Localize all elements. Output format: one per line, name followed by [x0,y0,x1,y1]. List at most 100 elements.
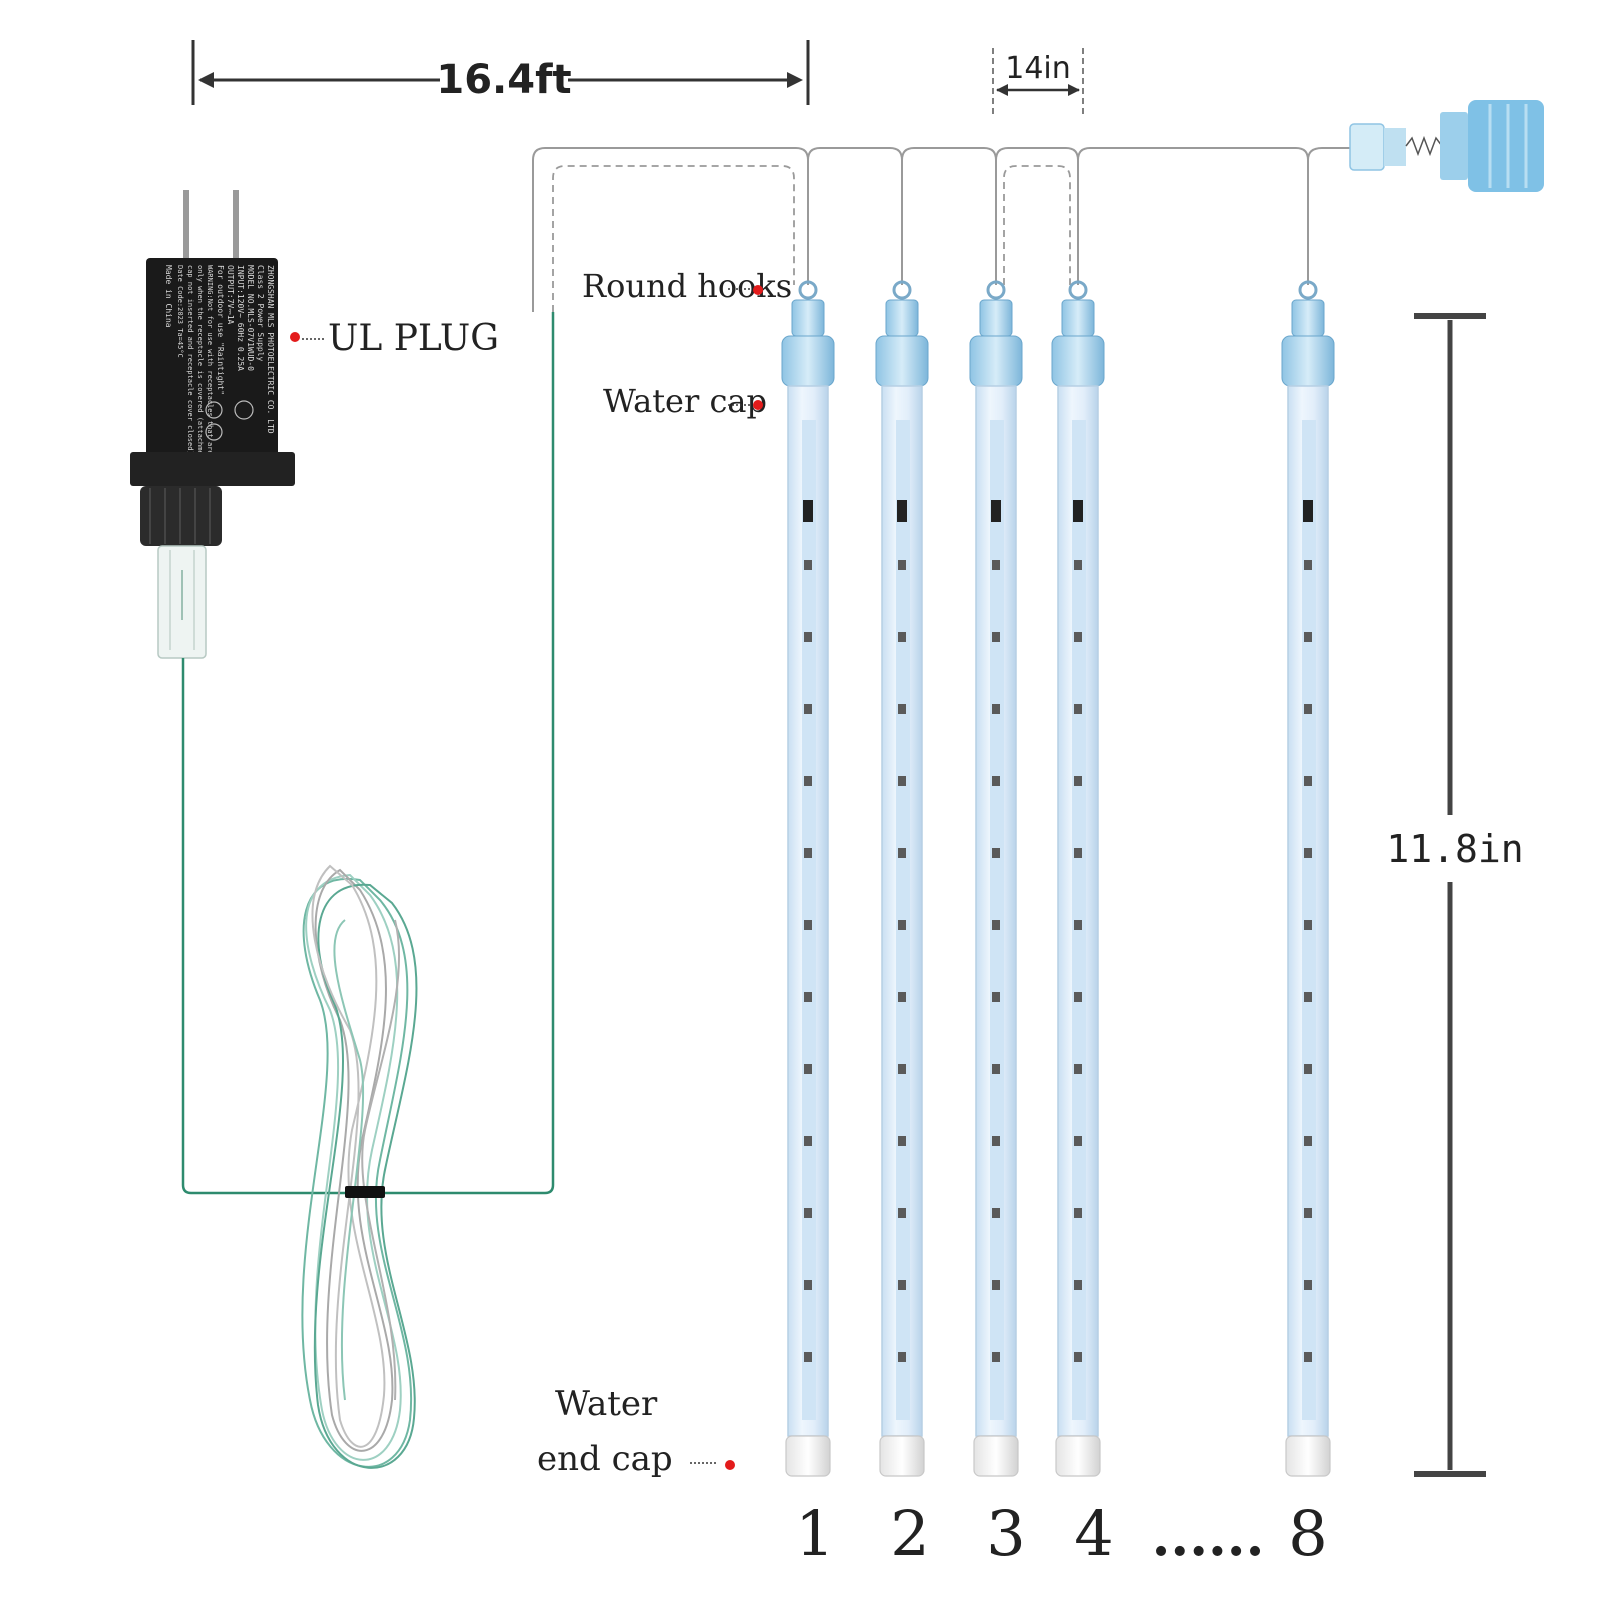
tube-spacing-label: 14in [1005,51,1071,86]
led-icon [804,1136,812,1146]
led-icon [804,1352,812,1362]
adapter-label-line: Class 2 Power Supply [256,265,265,362]
led-icon [992,1352,1000,1362]
top-wires [532,147,1352,312]
water-cap-collar [875,335,929,387]
meteor-tube [781,280,835,1477]
round-hook-icon [1298,280,1318,300]
tube-labels: 1 2 3 4 ...... 8 [795,1497,1327,1570]
led-icon [898,848,906,858]
led-icon [1074,1064,1082,1074]
led-icon [992,992,1000,1002]
water-cap [1061,299,1095,337]
meteor-tube [1051,280,1105,1477]
callout-dot [725,1460,735,1470]
round-hooks-callout: Round hooks [582,267,792,305]
tube-label-1: 1 [795,1497,834,1570]
controller-chip [1073,500,1083,522]
led-icon [992,776,1000,786]
led-icon [1074,1280,1082,1290]
meteor-tube [1281,280,1335,1477]
led-icon [1074,920,1082,930]
led-icon [1304,992,1312,1002]
led-icon [1304,1136,1312,1146]
led-icon [898,1208,906,1218]
led-icon [992,1136,1000,1146]
led-icon [1074,1352,1082,1362]
led-icon [1074,992,1082,1002]
water-cap [791,299,825,337]
controller-chip [991,500,1001,522]
led-icon [1304,848,1312,858]
adapter-label-line: For outdoor use "Raintight" [216,265,225,395]
led-icon [1304,1208,1312,1218]
led-icon [898,560,906,570]
adapter-label-line: ZHONGSHAN MLS PHOTOELECTRIC CO. LTD [266,265,275,434]
led-icon [804,992,812,1002]
tube-spacing-dimension: 14in [992,48,1084,118]
water-cap-callout: Water cap [603,382,767,420]
led-icon [1304,560,1312,570]
water-cap-label: Water cap [603,382,767,420]
led-icon [992,632,1000,642]
led-icon [992,1064,1000,1074]
led-icon [992,848,1000,858]
tube-label-2: 2 [890,1497,929,1570]
adapter-label-line: only when the receptacle is covered (att… [196,265,204,484]
led-icon [1074,848,1082,858]
water-cap [885,299,919,337]
water-end-cap [879,1435,925,1477]
led-icon [992,920,1000,930]
water-end-cap [1285,1435,1331,1477]
adapter-label-line: cap not inserted and receptacle cover cl… [186,265,194,455]
water-cap [979,299,1013,337]
coiled-wire [301,864,418,1469]
adapter-label-line: MODEL NO.MLS-07V1WUD-0 [246,265,255,371]
callout-dot [753,400,763,410]
led-icon [1304,1064,1312,1074]
water-end-cap [973,1435,1019,1477]
led-icon [992,560,1000,570]
tube-length-dimension: 11.8in [1386,313,1524,1477]
power-adapter: ZHONGSHAN MLS PHOTOELECTRIC CO. LTD Clas… [130,190,295,659]
cable-length-label: 16.4ft [436,57,571,103]
water-cap-collar [1281,335,1335,387]
led-icon [992,704,1000,714]
tube-label-ellipsis: ...... [1152,1504,1265,1568]
led-icon [898,992,906,1002]
water-end-cap [1055,1435,1101,1477]
led-icon [1304,704,1312,714]
callout-dot [290,332,300,342]
ul-plug-label: UL PLUG [328,318,499,359]
led-icon [898,704,906,714]
led-icon [992,1208,1000,1218]
water-cap-collar [1051,335,1105,387]
plug-prong [233,190,239,260]
adapter-label-line: Made in China [164,265,173,328]
callout-dot [753,285,763,295]
led-icon [804,704,812,714]
led-icon [898,1280,906,1290]
meteor-tube [969,280,1023,1477]
round-hook-icon [986,280,1006,300]
led-icon [1074,776,1082,786]
led-icon [1074,1136,1082,1146]
led-icon [898,776,906,786]
round-hook-icon [892,280,912,300]
adapter-label-line: INPUT:120V~ 60Hz 0.25A [236,265,245,371]
end-cap-label-line1: Water [555,1384,658,1424]
led-icon [1304,920,1312,930]
led-icon [898,632,906,642]
controller-chip [803,500,813,522]
led-icon [804,1280,812,1290]
led-icon [804,1064,812,1074]
water-cap-collar [969,335,1023,387]
dashed-wires [552,165,1071,312]
water-end-cap [785,1435,831,1477]
led-icon [898,920,906,930]
led-icon [1074,1208,1082,1218]
end-cap-label-line2: end cap [537,1439,673,1479]
tubes-group [781,280,1335,1477]
end-connector [1349,100,1544,192]
tube-length-label: 11.8in [1386,827,1523,871]
